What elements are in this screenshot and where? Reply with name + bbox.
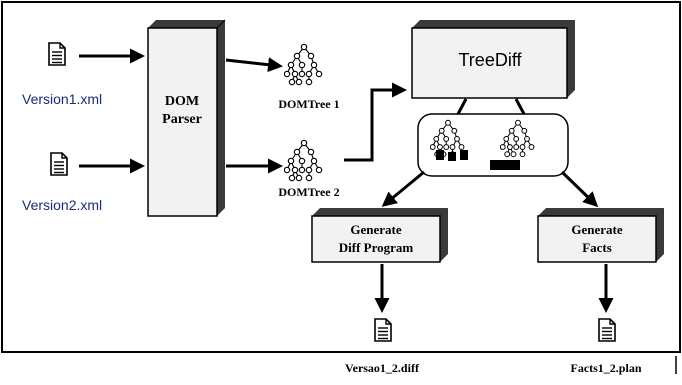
dom-parser-label-line1: DOM <box>165 94 199 109</box>
arrow-parser-to-domtree1 <box>225 57 283 73</box>
dom-parser-box <box>147 19 226 217</box>
domtree1-label: DOMTree 1 <box>278 97 339 111</box>
connector-treediff-right <box>514 98 526 115</box>
treediff-box <box>411 20 575 99</box>
facts-output-label: Facts1_2.plan <box>570 361 641 375</box>
domtree2-icon <box>284 139 323 182</box>
document-icon-diff-output <box>374 318 392 342</box>
generate-facts-box <box>537 208 664 263</box>
treediff-label: TreeDiff <box>458 50 522 70</box>
generate-facts-label-line1: Generate <box>571 222 622 237</box>
dom-parser-label-line2: Parser <box>162 112 202 127</box>
diff-marker-right <box>490 160 520 170</box>
diff-output-label: Versao1_2.diff <box>345 361 420 375</box>
version2-label: Version2.xml <box>22 197 102 213</box>
version1-label: Version1.xml <box>22 91 102 107</box>
generate-facts-label-line2: Facts <box>582 240 612 255</box>
document-icon-facts-output <box>598 318 616 342</box>
document-icon-version1 <box>48 42 66 66</box>
generate-diff-label-line1: Generate <box>350 222 401 237</box>
diff-marker-left-1 <box>436 150 444 160</box>
arrow-bubble-to-generate-facts <box>560 170 599 208</box>
diff-marker-left-2 <box>448 152 456 161</box>
generate-diff-label-line2: Diff Program <box>339 240 414 255</box>
domtree2-label: DOMTree 2 <box>278 185 339 199</box>
diagram-frame <box>1 1 681 353</box>
generate-diff-box <box>311 208 448 263</box>
arrow-bubble-to-generate-diff <box>381 170 425 207</box>
diff-marker-left-3 <box>460 150 468 160</box>
connector-treediff-left <box>456 98 468 115</box>
domtree1-icon <box>284 43 323 86</box>
document-icon-version2 <box>50 152 68 176</box>
arrow-domtree2-to-treediff <box>344 82 407 162</box>
